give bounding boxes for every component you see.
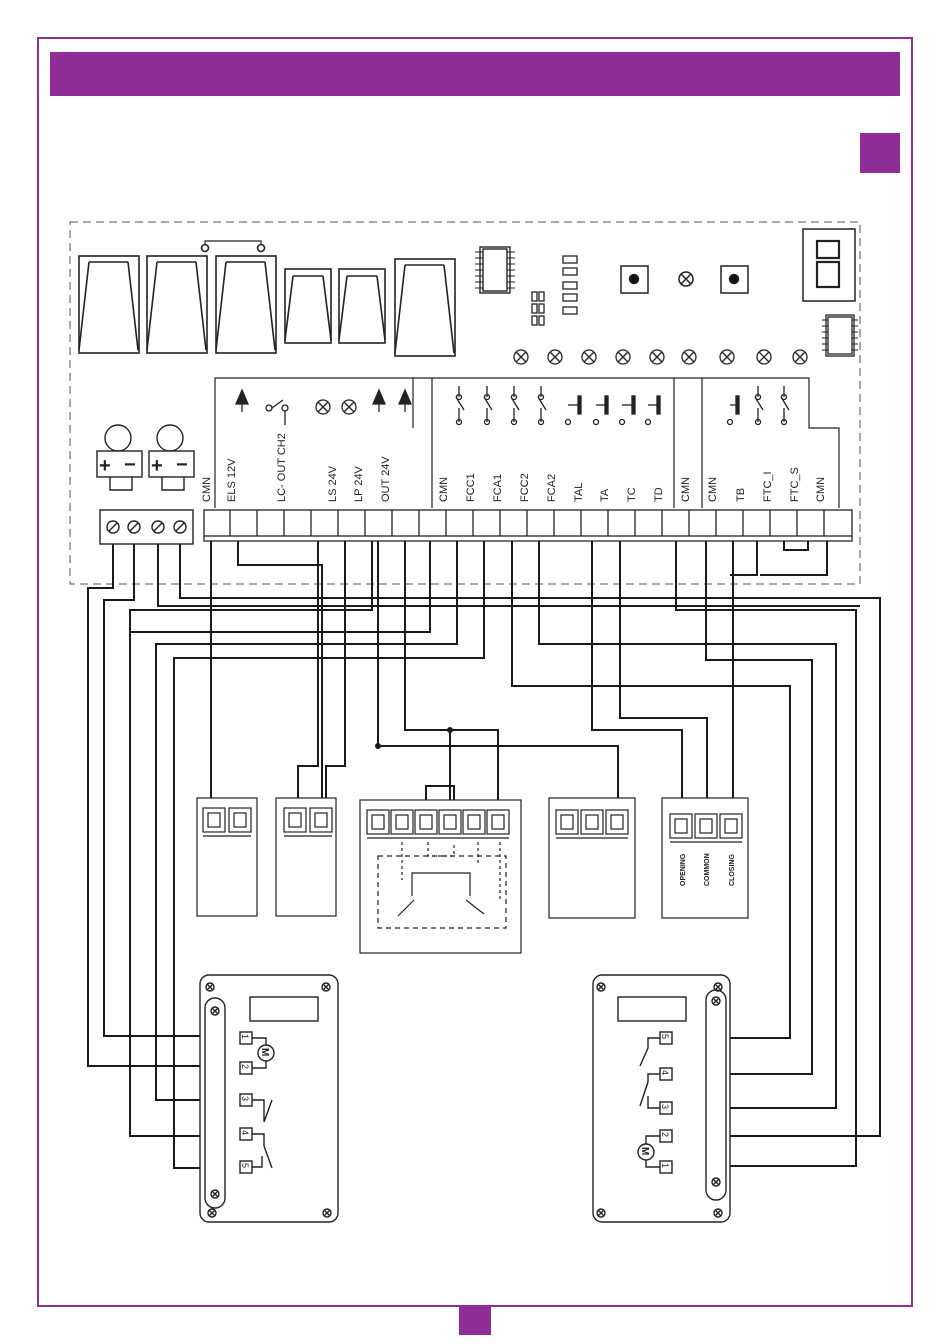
indicator-lamps xyxy=(514,350,807,364)
terminal-label: FCA1 xyxy=(492,474,504,502)
relay-3 xyxy=(216,256,276,353)
receiver-common-label: COMMON xyxy=(704,853,711,886)
relay-5 xyxy=(339,269,385,343)
seven-segment-display xyxy=(803,229,855,301)
terminal-label: LS 24V xyxy=(327,465,339,502)
relay-2 xyxy=(147,256,207,353)
terminal-label: TA xyxy=(599,488,611,502)
motor-right-pin: 3 xyxy=(660,1104,670,1109)
power-plus-2: + xyxy=(151,455,163,477)
terminal-strip xyxy=(204,510,852,541)
terminal-label: FCC1 xyxy=(465,473,477,502)
motor-right-pin: 1 xyxy=(660,1163,670,1168)
motor-right-symbol: M xyxy=(639,1147,650,1155)
motor-right-pin: 2 xyxy=(660,1132,670,1137)
dip-leds xyxy=(532,256,577,325)
terminal-label: CMN xyxy=(707,477,719,502)
terminal-label: TD xyxy=(653,487,665,502)
terminal-label: FCA2 xyxy=(546,474,558,502)
relay-4 xyxy=(285,269,331,343)
terminal-label: FCC2 xyxy=(519,473,531,502)
terminal-label: TAL xyxy=(573,483,585,502)
motor-box-right xyxy=(593,975,730,1222)
motor-left-pin: 5 xyxy=(240,1163,250,1168)
terminal-label: FTC_S xyxy=(789,467,801,502)
jumper-link xyxy=(205,241,261,252)
terminal-label: TC xyxy=(626,487,638,502)
motor-left-pin: 2 xyxy=(240,1064,250,1069)
terminal-label: FTC_I xyxy=(762,471,774,502)
motor-left-pin: 1 xyxy=(240,1034,250,1039)
terminal-label: ELS 12V xyxy=(226,458,238,502)
motor-right-pin: 4 xyxy=(660,1070,670,1075)
power-input xyxy=(97,425,194,544)
motor-left-pin: 3 xyxy=(240,1096,250,1101)
motor-box-left xyxy=(200,975,338,1222)
terminal-label: CMN xyxy=(438,477,450,502)
receiver-closing-label: CLOSING xyxy=(729,854,736,886)
terminal-label: LC- OUT CH2 xyxy=(276,433,288,502)
receiver-opening-label: OPENING xyxy=(680,853,687,886)
motor-left-symbol: M xyxy=(259,1048,270,1056)
relay-6 xyxy=(395,259,455,356)
power-minus-1: − xyxy=(124,454,136,476)
terminal-label: TB xyxy=(735,488,747,502)
terminal-label: CMN xyxy=(680,477,692,502)
microchip xyxy=(475,247,515,293)
terminal-label: CMN xyxy=(815,477,827,502)
power-plus-1: + xyxy=(99,455,111,477)
power-minus-2: − xyxy=(176,454,188,476)
terminal-labels: CMN ELS 12V LC- OUT CH2 LS 24V LP 24V OU… xyxy=(201,433,827,502)
push-buttons xyxy=(621,266,748,293)
accessory-units xyxy=(197,798,748,953)
lamp-indicator-center xyxy=(679,272,693,286)
terminal-label: LP 24V xyxy=(353,465,365,502)
chip-right xyxy=(822,315,858,356)
terminal-symbols xyxy=(236,386,789,425)
terminal-label: OUT 24V xyxy=(380,456,392,502)
relays xyxy=(79,241,455,356)
terminal-label: CMN xyxy=(201,477,213,502)
relay-1 xyxy=(79,256,139,353)
motor-left-pin: 4 xyxy=(240,1130,250,1135)
motor-right-pin: 5 xyxy=(660,1034,670,1039)
